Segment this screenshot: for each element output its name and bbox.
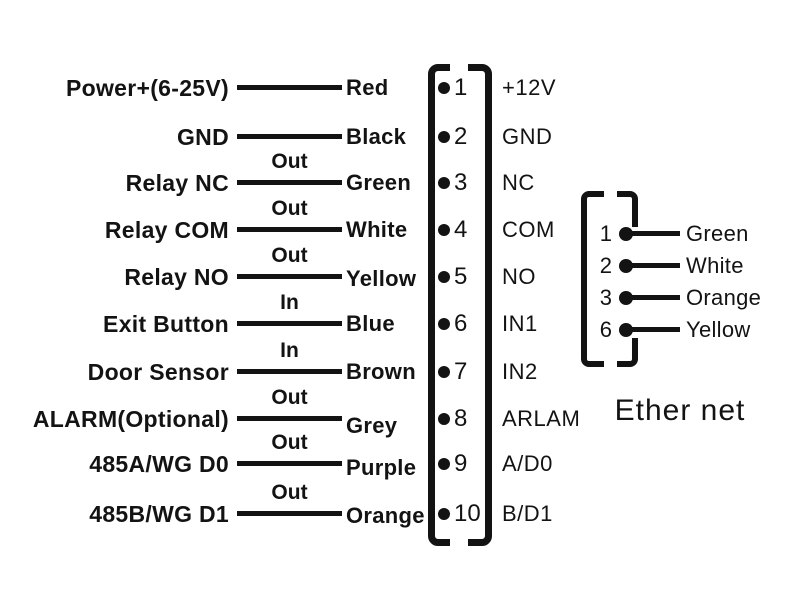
pin-function-label: ARLAM [502,406,581,431]
ethernet-pin-number: 3 [599,285,612,310]
ethernet-pin-number: 6 [599,317,612,342]
wire-line [237,180,342,185]
wire-color-label: White [346,217,408,242]
wire-line [237,227,342,232]
pin-number: 9 [454,450,468,477]
wiring-row-label: Door Sensor [87,359,229,385]
ethernet-wire-color-label: Green [686,221,749,246]
wire-direction-label: In [280,291,299,314]
wire-color-label: Grey [346,413,398,438]
ethernet-wire-line [630,295,680,300]
main-connector-top-notch [450,61,468,75]
main-connector-bottom-notch [450,531,468,547]
ethernet-pin-dot [619,291,633,305]
pin-function-label: NO [502,264,536,289]
wiring-row-label: ALARM(Optional) [32,406,229,432]
ethernet-wire-line [630,263,680,268]
pin-number: 10 [454,500,481,527]
ethernet-pin-number: 2 [599,253,612,278]
wire-direction-label: Out [271,386,308,409]
pin-number: 1 [454,74,468,101]
pin-dot [438,458,450,470]
ethernet-connector-top-notch [604,188,617,200]
pin-dot [438,131,450,143]
wire-line [237,416,342,421]
wiring-row-label: Relay NO [124,264,229,290]
ethernet-wire-line [630,327,680,332]
wire-direction-label: Out [271,431,308,454]
wiring-row-label: Relay COM [104,217,229,243]
pin-dot [438,366,450,378]
ethernet-wire-line [630,231,680,236]
ethernet-title: Ether net [614,394,746,427]
wiring-row-label: Power+(6-25V) [65,75,229,101]
pin-dot [438,177,450,189]
pin-dot [438,318,450,330]
pin-number: 4 [454,216,468,243]
wire-line [237,321,342,326]
ethernet-pin-number: 1 [599,221,612,246]
pin-function-label: B/D1 [502,501,553,526]
wire-color-label: Black [346,124,407,149]
pin-function-label: IN2 [502,359,538,384]
ethernet-wire-color-label: White [686,253,744,278]
pin-dot [438,413,450,425]
wire-line [237,369,342,374]
wiring-row-label: Relay NC [125,170,229,196]
wire-line [237,85,342,90]
wire-line [237,274,342,279]
ethernet-pin-dot [619,227,633,241]
pin-number: 3 [454,169,468,196]
wire-line [237,461,342,466]
pin-number: 2 [454,123,468,150]
wiring-row-label: 485A/WG D0 [89,451,229,477]
wire-color-label: Orange [346,503,425,528]
wire-color-label: Purple [346,455,417,480]
ethernet-wire-color-label: Yellow [686,317,751,342]
pin-number: 8 [454,405,468,432]
ethernet-pin-dot [619,323,633,337]
pin-dot [438,271,450,283]
ethernet-connector-right-opening [630,227,640,338]
pin-number: 5 [454,263,468,290]
pin-function-label: NC [502,170,535,195]
pin-function-label: +12V [502,75,556,100]
pin-dot [438,508,450,520]
wire-color-label: Green [346,170,412,195]
ethernet-wire-color-label: Orange [686,285,762,310]
pin-function-label: IN1 [502,311,538,336]
wire-line [237,134,342,139]
wire-line [237,511,342,516]
wire-direction-label: Out [271,150,308,173]
pin-number: 6 [454,310,468,337]
ethernet-connector-bottom-notch [604,358,617,370]
wire-color-label: Yellow [346,266,417,291]
wire-color-label: Red [346,75,389,100]
wire-direction-label: Out [271,197,308,220]
wire-direction-label: In [280,339,299,362]
wiring-row-label: GND [176,124,229,150]
ethernet-pin-dot [619,259,633,273]
pin-dot [438,82,450,94]
pin-function-label: COM [502,217,555,242]
wire-color-label: Blue [346,311,395,336]
wire-direction-label: Out [271,481,308,504]
wire-color-label: Brown [346,359,416,384]
wire-direction-label: Out [271,244,308,267]
pin-function-label: A/D0 [502,451,553,476]
pin-function-label: GND [502,124,553,149]
pin-dot [438,224,450,236]
pin-number: 7 [454,358,468,385]
wiring-row-label: Exit Button [103,311,229,337]
wiring-row-label: 485B/WG D1 [89,501,229,527]
